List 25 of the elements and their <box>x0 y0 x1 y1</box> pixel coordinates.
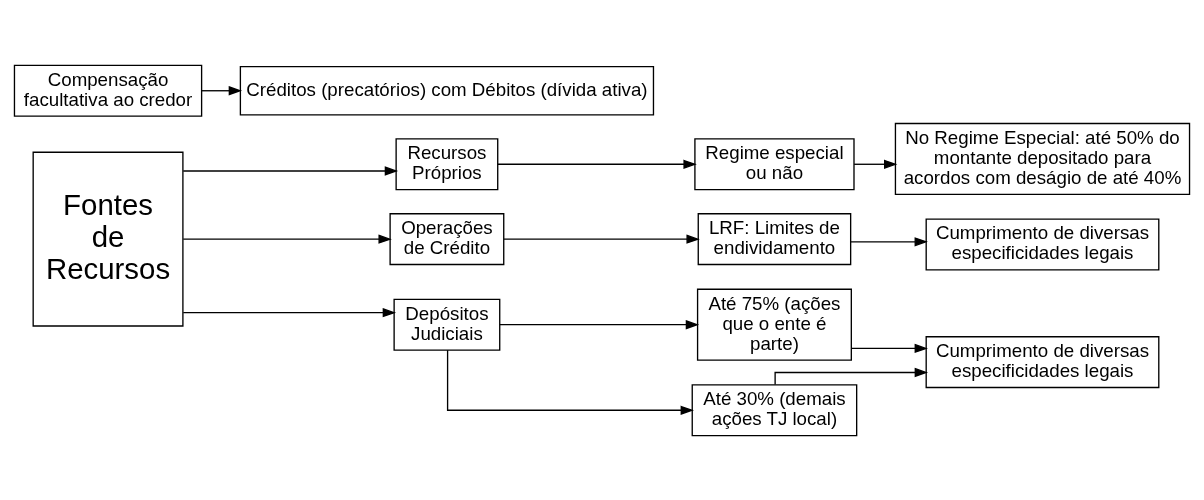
arrow <box>503 233 700 244</box>
arrow <box>850 343 928 353</box>
node-box: Fontes de Recursos <box>32 151 184 327</box>
arrow <box>497 159 697 169</box>
node-box: Compensação facultativa ao credor <box>13 64 203 117</box>
node-box: Recursos Próprios <box>395 137 499 190</box>
node-box: Cumprimento de diversas especificidades legais <box>925 217 1160 271</box>
arrow <box>850 236 928 246</box>
arrow <box>853 159 898 169</box>
node-box: Créditos (precatórios) com Débitos (dívida ativa) <box>239 65 655 115</box>
node-box: Cumprimento de diversas especificidades legais <box>925 335 1160 388</box>
arrow <box>182 165 399 176</box>
node-box: Operações de Crédito <box>389 212 505 265</box>
arrow <box>182 307 397 317</box>
arrow <box>499 319 700 329</box>
node-box: Depósitos Judiciais <box>393 298 501 351</box>
arrow <box>201 85 243 95</box>
arrow <box>446 349 694 415</box>
node-box: Regime especial ou não <box>694 137 855 190</box>
node-box: Até 75% (ações que o ente é parte) <box>696 288 852 361</box>
arrow <box>774 367 929 385</box>
node-box: No Regime Especial: até 50% do montante depositado para acordos com deságio de até 40% <box>894 122 1191 195</box>
node-box: Até 30% (demais ações TJ local) <box>691 383 858 436</box>
node-box: LRF: Limites de endividamento <box>697 212 852 265</box>
arrow <box>182 233 392 244</box>
